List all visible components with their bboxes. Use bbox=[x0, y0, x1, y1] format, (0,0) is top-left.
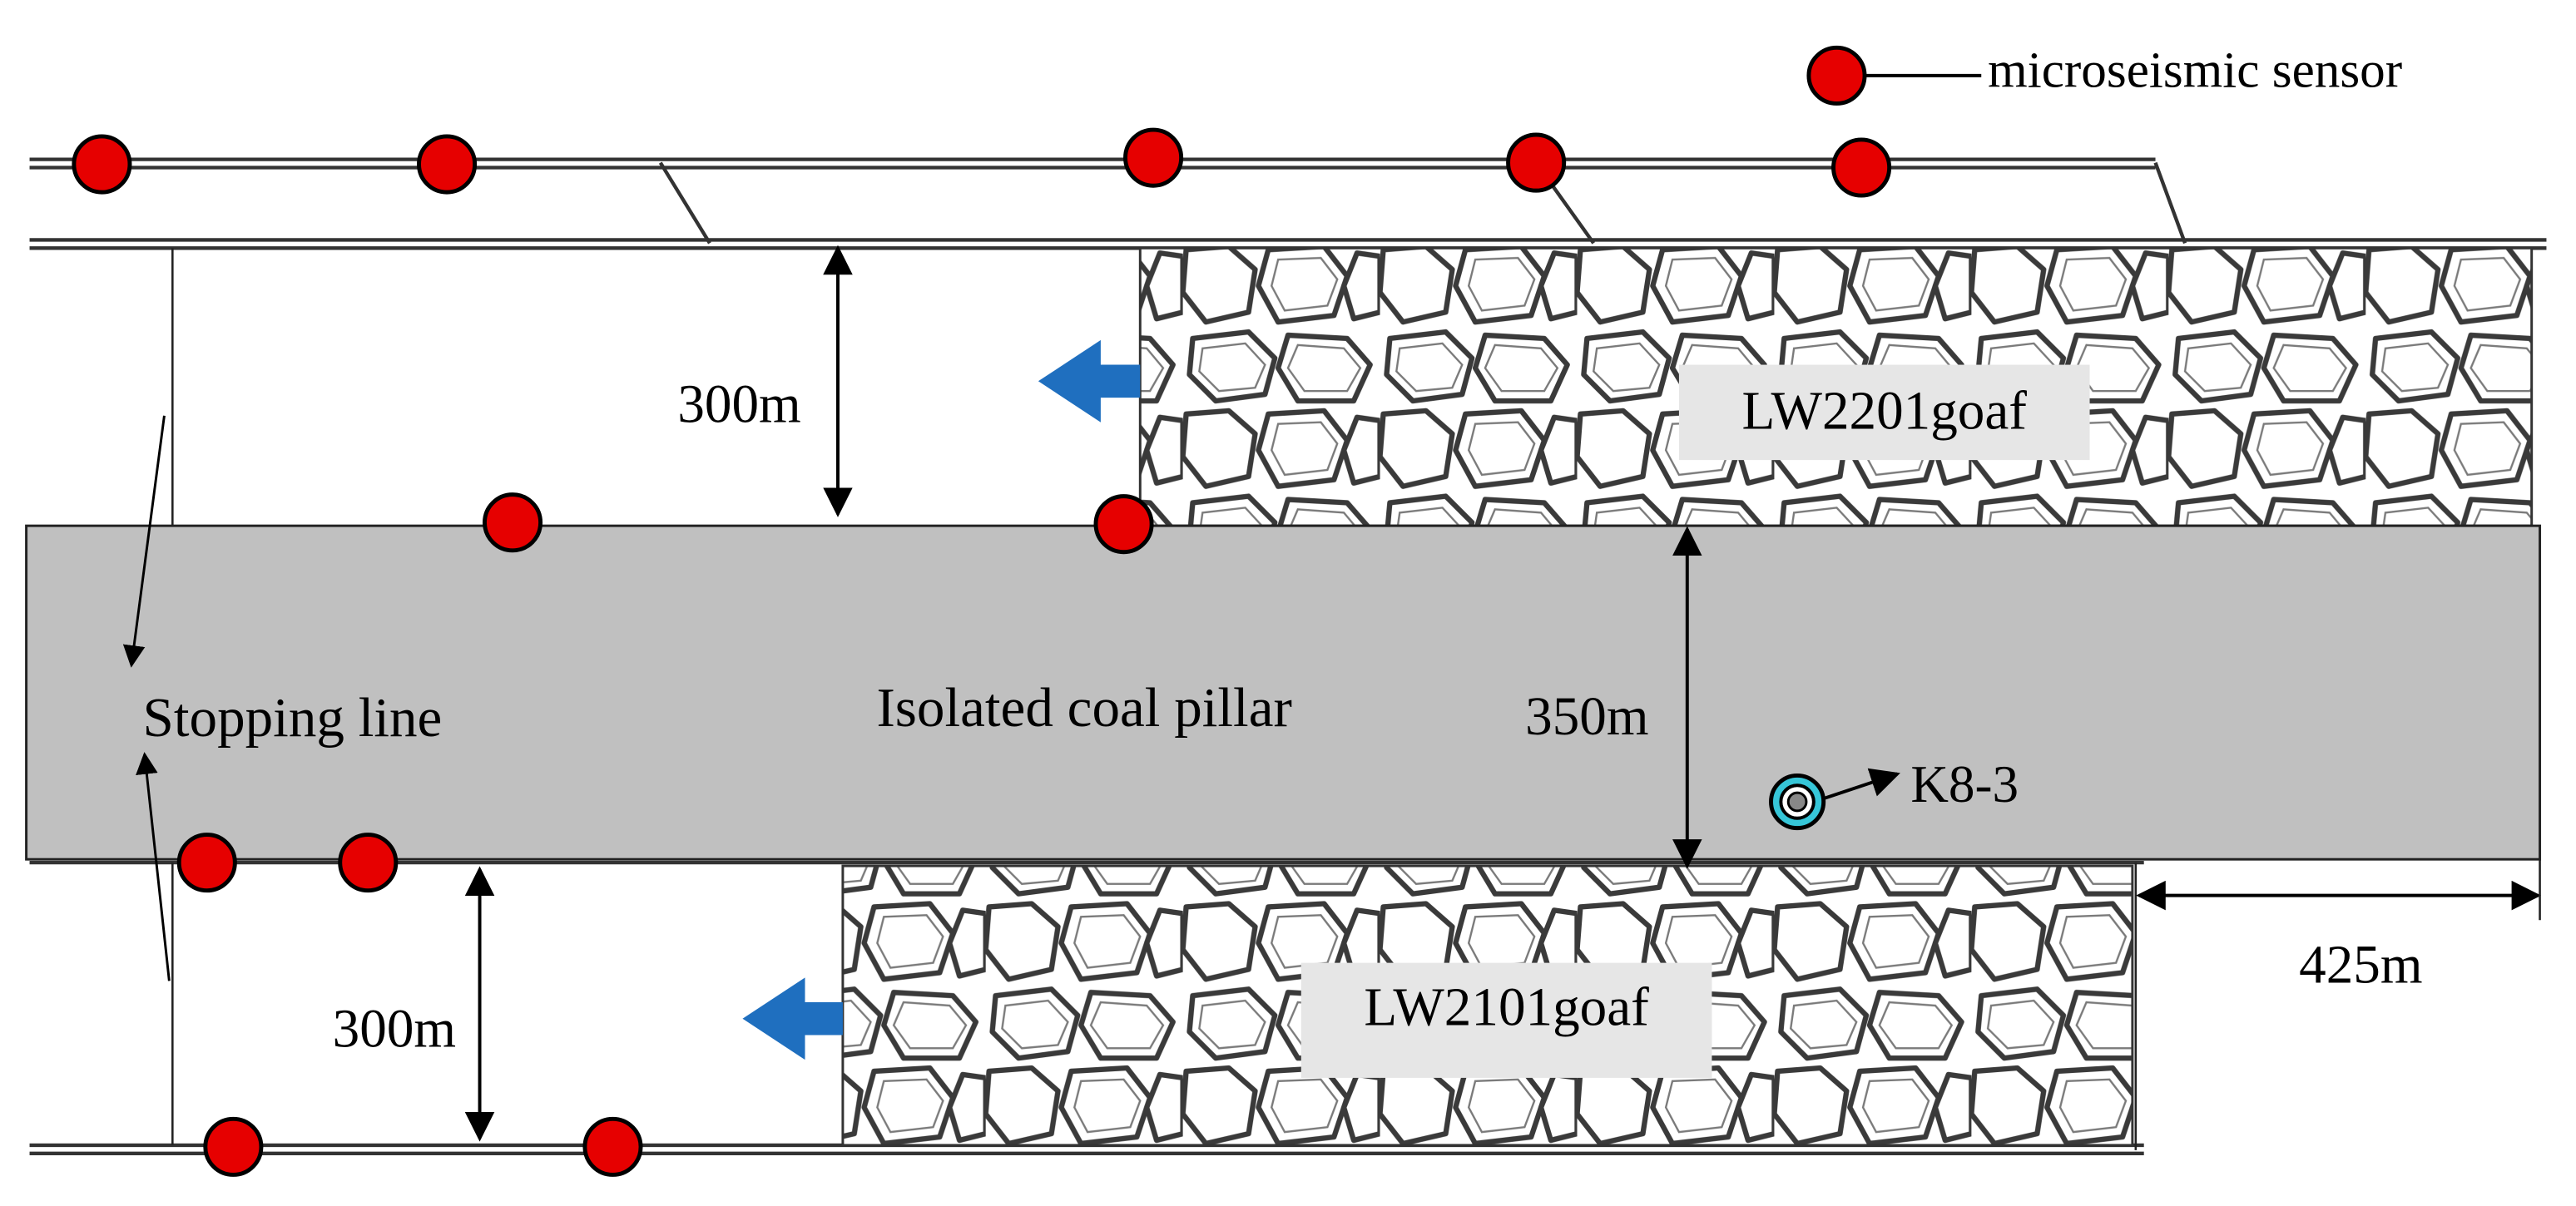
stopping-line-label: Stopping line bbox=[143, 686, 443, 749]
borehole-label: K8-3 bbox=[1910, 755, 2019, 813]
microseismic-sensor bbox=[203, 1116, 264, 1177]
pillar-label: Isolated coal pillar bbox=[876, 676, 1291, 739]
microseismic-sensor bbox=[72, 134, 132, 195]
lower-advance-arrow-icon bbox=[742, 977, 843, 1060]
legend: microseismic sensor bbox=[1806, 42, 2402, 106]
microseismic-sensor bbox=[582, 1116, 643, 1177]
microseismic-sensor bbox=[176, 833, 237, 893]
stopping-line-arrow-lower bbox=[136, 752, 171, 981]
coal-pillar bbox=[25, 524, 2542, 861]
legend-sensor-label: microseismic sensor bbox=[1988, 42, 2402, 99]
microseismic-sensor bbox=[338, 833, 399, 893]
upper-panel-dimension-label: 300m bbox=[677, 375, 800, 435]
borehole-pointer-arrow bbox=[1823, 768, 1900, 800]
lower-panel-dimension-label: 300m bbox=[333, 999, 456, 1059]
microseismic-sensor bbox=[1831, 137, 1892, 198]
microseismic-sensor bbox=[417, 134, 478, 195]
stopping-line-arrow-upper bbox=[122, 415, 166, 668]
upper-advance-arrow-icon bbox=[1038, 339, 1141, 423]
microseismic-sensor bbox=[1093, 494, 1154, 555]
microseismic-sensor bbox=[483, 492, 543, 553]
upper-goaf-label-bg bbox=[1678, 364, 2090, 461]
lower-goaf-label-bg bbox=[1300, 962, 1712, 1078]
pillar-dimension-label: 350m bbox=[1525, 687, 1648, 747]
microseismic-sensor bbox=[1506, 132, 1567, 193]
borehole-marker bbox=[1769, 773, 1826, 831]
pillar-extent-dimension-label: 425m bbox=[2299, 935, 2422, 995]
microseismic-sensor bbox=[1123, 127, 1184, 188]
sensor-group bbox=[72, 127, 1892, 1177]
lower-goaf-label: LW2101goaf bbox=[1364, 978, 1649, 1038]
legend-sensor-icon bbox=[1806, 45, 1867, 106]
upper-goaf-label: LW2201goaf bbox=[1742, 382, 2028, 442]
upper-roadway bbox=[29, 157, 2547, 250]
